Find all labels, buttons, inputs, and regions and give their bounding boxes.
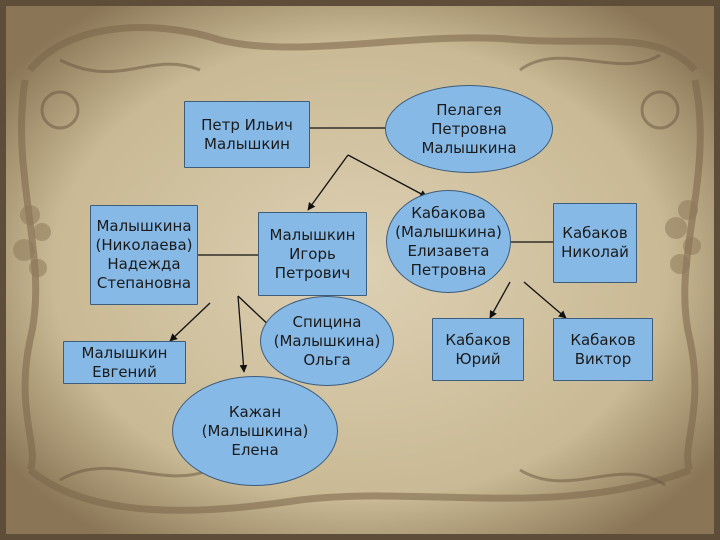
person-name: Кабакова (Малышкина) Елизавета Петровна: [395, 203, 502, 279]
person-elizaveta-petrovna-kabakova: Кабакова (Малышкина) Елизавета Петровна: [386, 190, 511, 293]
person-viktor-kabakov: Кабаков Виктор: [553, 318, 653, 381]
person-name: Кабаков Виктор: [570, 330, 636, 368]
person-name: Кабаков Юрий: [445, 330, 511, 368]
person-name: Петр Ильич Малышкин: [201, 115, 293, 153]
person-name: Спицина (Малышкина) Ольга: [273, 312, 381, 369]
person-nikolai-kabakov: Кабаков Николай: [553, 203, 637, 283]
person-evgeniy-malyshkin: Малышкин Евгений: [63, 341, 186, 384]
person-name: Пелагея Петровна Малышкина: [421, 100, 517, 157]
person-elena-kazhan: Кажан (Малышкина) Елена: [172, 376, 338, 486]
person-name: Малышкин Игорь Петрович: [269, 225, 356, 282]
person-olga-spitsina: Спицина (Малышкина) Ольга: [260, 296, 394, 386]
person-petr-ilyich-malyshkin: Петр Ильич Малышкин: [184, 101, 310, 168]
person-nadezhda-stepanovna-malyshkina: Малышкина (Николаева) Надежда Степановна: [90, 205, 198, 305]
person-name: Кабаков Николай: [561, 224, 629, 261]
person-yuriy-kabakov: Кабаков Юрий: [432, 318, 524, 381]
person-name: Малышкин Евгений: [81, 343, 168, 381]
person-name: Кажан (Малышкина) Елена: [201, 402, 309, 459]
person-name: Малышкина (Николаева) Надежда Степановна: [95, 217, 193, 292]
person-igor-petrovich-malyshkin: Малышкин Игорь Петрович: [258, 212, 367, 296]
person-pelageya-petrovna-malyshkina: Пелагея Петровна Малышкина: [385, 85, 553, 173]
